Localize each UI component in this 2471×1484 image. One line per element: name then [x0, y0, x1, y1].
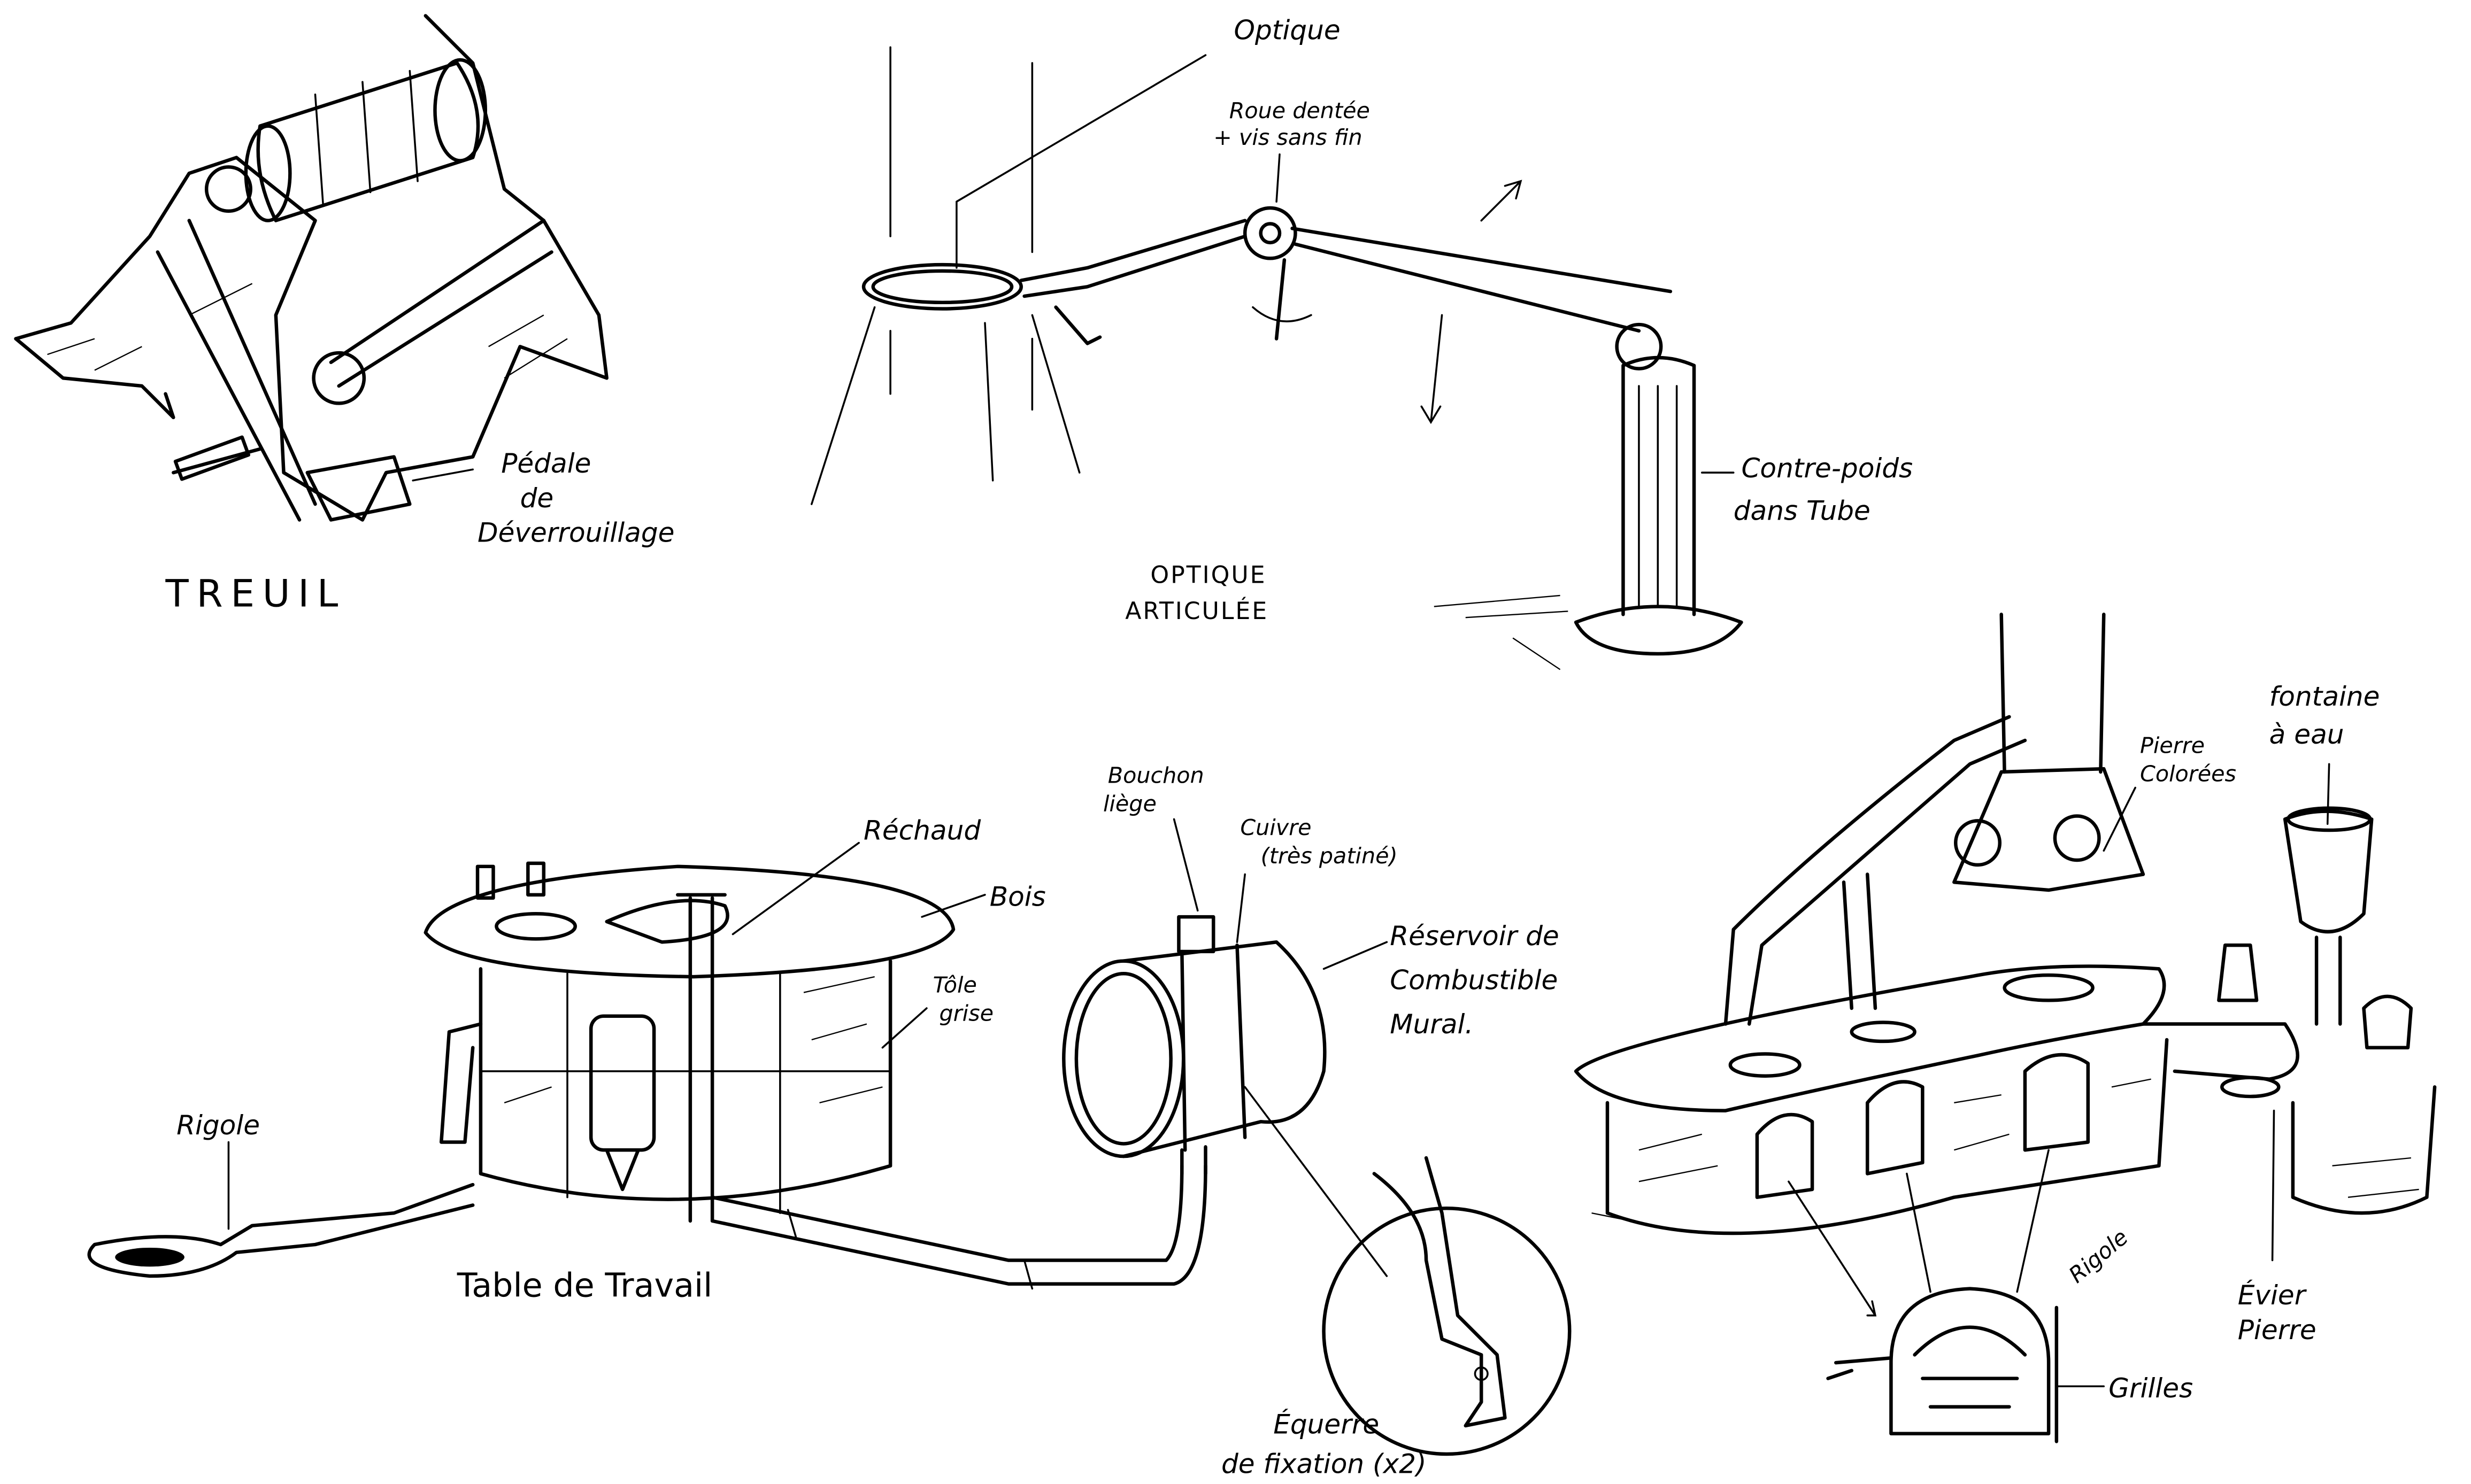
evier-label-line2: Pierre: [2238, 1315, 2316, 1346]
evier-leader-line: [2271, 1109, 2275, 1262]
pierre-label-line1: Pierre: [2140, 733, 2205, 759]
cuivre-label-line2: (très patiné): [1261, 843, 1398, 869]
rigole-label: Rigole: [176, 1110, 260, 1141]
roue-label-line2: + vis sans fin: [1213, 125, 1362, 150]
bouchon-label-line2: liège: [1103, 791, 1157, 817]
optique-label: Optique: [1234, 15, 1341, 46]
roue-label-line1: Roue dentée: [1229, 98, 1370, 123]
optique-title-line1: OPTIQUE: [1150, 561, 1266, 589]
pedale-label-line1: Pédale: [501, 448, 591, 479]
bouchon-label-line1: Bouchon: [1108, 763, 1204, 789]
reservoir-leader-line: [1322, 941, 1388, 970]
rechaud-leader-line: [732, 841, 860, 936]
reservoir-drawing: [1062, 915, 1572, 1456]
evier-label-line1: Évier: [2238, 1279, 2307, 1311]
optique-articulee-drawing: [811, 46, 1743, 670]
rechaud-label: Réchaud: [864, 815, 981, 846]
contrepoids-label-line2: dans Tube: [1734, 495, 1870, 526]
cuisine-stove-drawing: [1574, 613, 2437, 1443]
fontaine-leader-line: [2326, 763, 2330, 825]
equerre-label-line1: Équerre: [1273, 1409, 1379, 1440]
table-title: Table de Travail: [457, 1266, 713, 1304]
pedale-leader-line: [412, 468, 474, 482]
reservoir-title-line2: Combustible: [1390, 965, 1558, 996]
reservoir-title-line1: Réservoir de: [1390, 921, 1559, 952]
bois-label: Bois: [990, 881, 1046, 912]
optique-title-line2: ARTICULÉE: [1125, 597, 1268, 625]
pierre-label-line2: Colorées: [2140, 761, 2236, 787]
roue-leader-line: [1275, 153, 1281, 203]
grilles-label: Grilles: [2108, 1373, 2193, 1404]
fontaine-label-line1: fontaine: [2269, 681, 2380, 712]
bouchon-leader-line: [1173, 818, 1199, 912]
pedale-label-line2: de: [520, 483, 554, 514]
cuivre-label-line1: Cuivre: [1240, 815, 1311, 840]
treuil-title: TREUIL: [165, 571, 346, 616]
treuil-winch-drawing: [14, 14, 609, 522]
reservoir-title-line3: Mural.: [1390, 1009, 1473, 1040]
pedale-label-line3: Déverrouillage: [478, 517, 674, 548]
cuivre-leader-line: [1236, 873, 1246, 944]
rigole-cuisine-label: Rigole: [2064, 1224, 2133, 1288]
tole-label-line2: grise: [939, 1001, 993, 1026]
equerre-label-line2: de fixation (x2): [1221, 1448, 1427, 1479]
tole-leader-line: [881, 1007, 928, 1049]
pierre-leader-line: [2103, 786, 2136, 852]
fontaine-label-line2: à eau: [2269, 719, 2344, 750]
contrepoids-label-line1: Contre-poids: [1741, 453, 1913, 484]
tole-label-line1: Tôle: [933, 972, 977, 998]
table-de-travail-drawing: [87, 861, 1207, 1290]
bois-leader-line: [921, 894, 986, 918]
